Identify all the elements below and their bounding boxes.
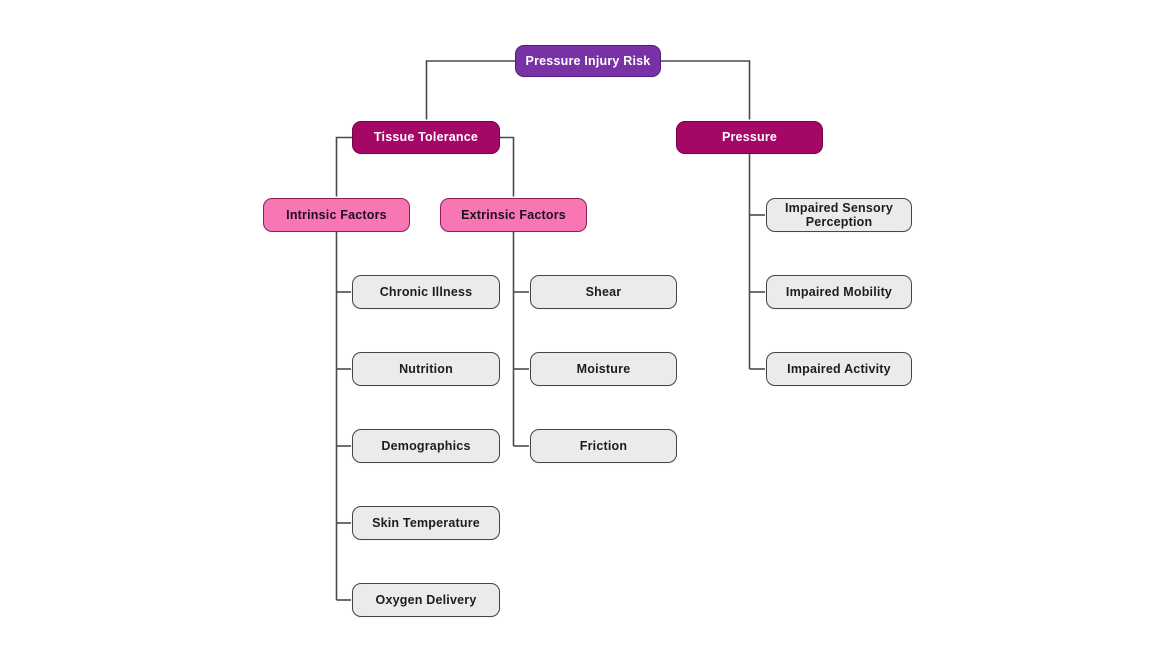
node-skin-temperature[interactable]: Skin Temperature bbox=[352, 506, 500, 540]
node-friction[interactable]: Friction bbox=[530, 429, 677, 463]
node-tissue-tolerance[interactable]: Tissue Tolerance bbox=[352, 121, 500, 154]
node-pressure-injury-risk[interactable]: Pressure Injury Risk bbox=[515, 45, 661, 77]
node-chronic-illness[interactable]: Chronic Illness bbox=[352, 275, 500, 309]
node-impaired-mobility[interactable]: Impaired Mobility bbox=[766, 275, 912, 309]
node-nutrition[interactable]: Nutrition bbox=[352, 352, 500, 386]
node-intrinsic-factors[interactable]: Intrinsic Factors bbox=[263, 198, 410, 232]
node-impaired-activity[interactable]: Impaired Activity bbox=[766, 352, 912, 386]
node-pressure[interactable]: Pressure bbox=[676, 121, 823, 154]
node-oxygen-delivery[interactable]: Oxygen Delivery bbox=[352, 583, 500, 617]
node-extrinsic-factors[interactable]: Extrinsic Factors bbox=[440, 198, 587, 232]
node-impaired-sensory-perception[interactable]: Impaired Sensory Perception bbox=[766, 198, 912, 232]
node-moisture[interactable]: Moisture bbox=[530, 352, 677, 386]
node-demographics[interactable]: Demographics bbox=[352, 429, 500, 463]
node-shear[interactable]: Shear bbox=[530, 275, 677, 309]
